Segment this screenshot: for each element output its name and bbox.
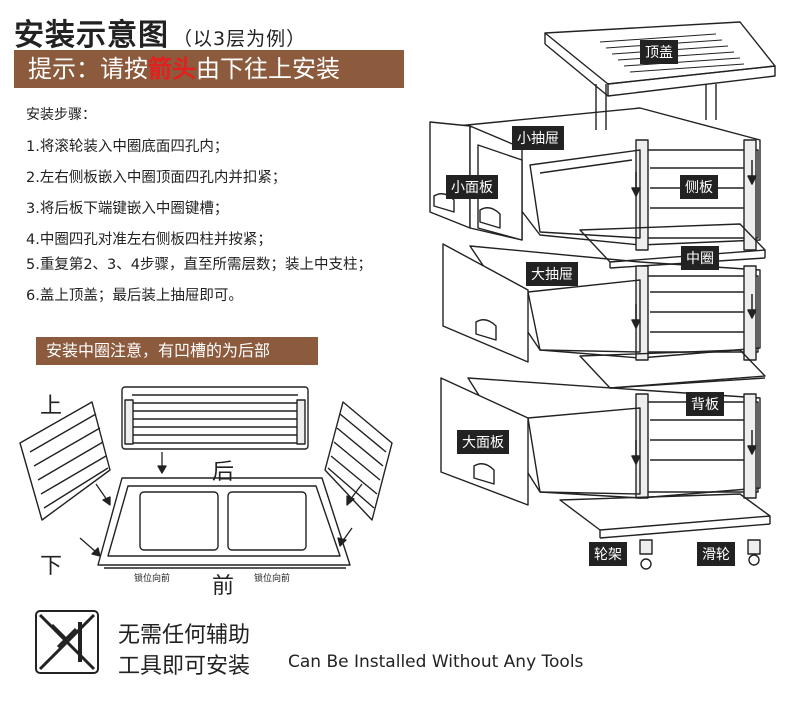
label-down: 下 [40, 554, 63, 579]
label-caster: 滑轮 [697, 542, 735, 566]
step-item: 3.将后板下端键嵌入中圈键槽； [26, 201, 229, 217]
step-item: 1.将滚轮装入中圈底面四孔内； [26, 139, 229, 155]
tip-prefix: 提示：请按 [28, 55, 148, 83]
middle-ring-note: 安装中圈注意，有凹槽的为后部 [36, 337, 318, 365]
label-top-cover: 顶盖 [640, 40, 678, 64]
step-item: 2.左右侧板嵌入中圈顶面四孔内并扣紧； [26, 170, 287, 186]
label-up: 上 [40, 394, 63, 419]
left-side-panel-drawing [19, 401, 111, 521]
label-side-panel: 侧板 [680, 175, 718, 199]
back-panel-drawing [121, 386, 309, 450]
no-tools-line-2: 工具即可安装 [118, 654, 251, 679]
tier-1-drawing [429, 107, 761, 251]
lock-front-label: 锁位向前 [134, 574, 171, 584]
label-back: 后 [212, 460, 235, 485]
page-title: 安装示意图（以3层为例） [14, 18, 307, 53]
label-large-panel: 大面板 [457, 430, 509, 454]
label-front: 前 [212, 574, 235, 599]
label-small-panel: 小面板 [446, 175, 498, 199]
tip-suffix: 由下往上安装 [196, 55, 340, 83]
lock-front-label: 锁位向前 [254, 574, 291, 584]
middle-ring-base-drawing [97, 477, 351, 569]
no-tools-icon [35, 610, 99, 674]
steps-heading: 安装步骤： [26, 107, 96, 123]
tier-2-drawing [442, 243, 761, 363]
label-large-drawer: 大抽屉 [526, 262, 578, 286]
label-back-panel: 背板 [686, 392, 724, 416]
tip-banner: 提示：请按箭头由下往上安装 [14, 50, 404, 88]
no-tools-line-1: 无需任何辅助 [118, 623, 251, 648]
top-cover-drawing [544, 21, 776, 130]
tip-highlight: 箭头 [148, 55, 196, 83]
no-tools-english: Can Be Installed Without Any Tools [288, 652, 584, 672]
middle-ring-1-drawing [579, 223, 766, 269]
right-side-panel-drawing [324, 401, 393, 521]
label-middle-ring: 中圈 [681, 246, 719, 270]
middle-ring-2-drawing [579, 349, 766, 389]
page-subtitle: （以3层为例） [173, 28, 307, 50]
step-item: 5.重复第2、3、4步骤，直至所需层数；装上中支柱； [26, 257, 373, 273]
label-small-drawer: 小抽屉 [512, 126, 564, 150]
step-item: 6.盖上顶盖；最后装上抽屉即可。 [26, 288, 243, 304]
caster-frame-drawing [559, 493, 771, 570]
step-item: 4.中圈四孔对准左右侧板四柱并按紧； [26, 232, 272, 248]
label-caster-frame: 轮架 [589, 542, 627, 566]
